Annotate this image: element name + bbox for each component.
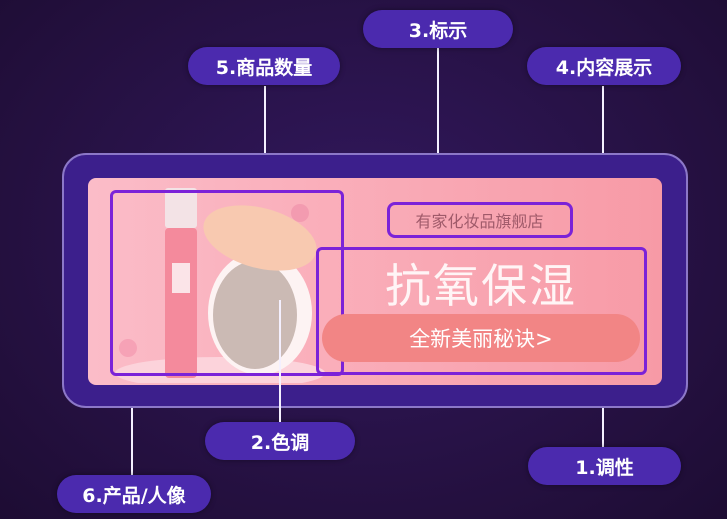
label-color: 2.色调: [205, 422, 355, 460]
store-name: 有家化妆品旗舰店: [415, 211, 544, 231]
cta-button[interactable]: 全新美丽秘诀>: [322, 314, 640, 362]
highlight-content: [316, 247, 647, 375]
label-product: 6.产品/人像: [57, 475, 211, 513]
connector-count: [264, 86, 266, 154]
highlight-logo: [387, 202, 573, 238]
label-logo: 3.标示: [363, 10, 513, 48]
banner: [88, 178, 662, 385]
headline: 抗氧保湿: [385, 259, 577, 313]
label-count: 5.商品数量: [188, 47, 340, 85]
label-content: 4.内容展示: [527, 47, 681, 85]
connector-logo: [437, 48, 439, 204]
connector-tone: [602, 404, 604, 448]
connector-color: [279, 300, 281, 422]
cosmetics-illustration-icon: [115, 188, 325, 383]
highlight-product: [110, 190, 344, 376]
label-tone: 1.调性: [528, 447, 681, 485]
connector-product: [131, 376, 133, 476]
